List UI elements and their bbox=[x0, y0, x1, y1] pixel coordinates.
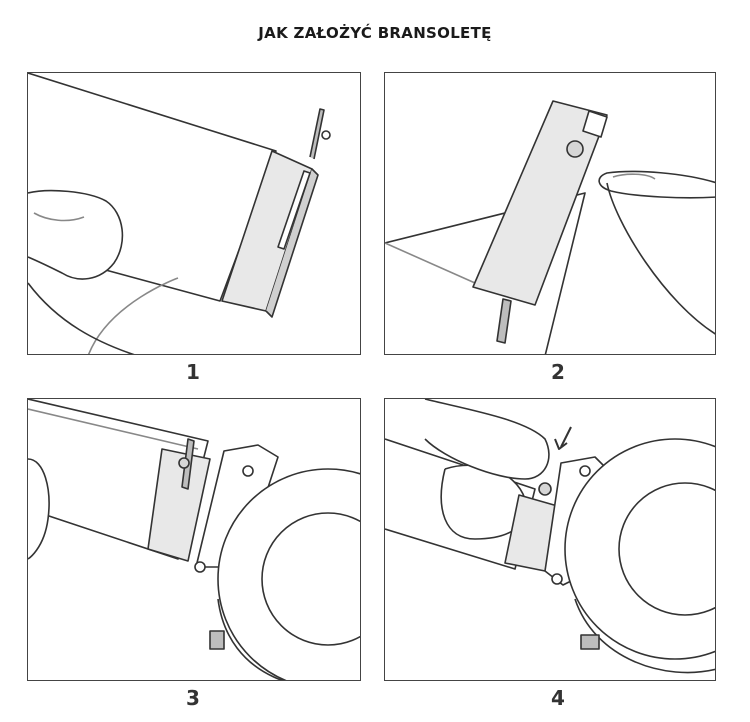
step-2-panel bbox=[384, 72, 716, 355]
instruction-title: JAK ZAŁOŻYĆ BRANSOLETĘ bbox=[258, 24, 492, 42]
step-2-illustration bbox=[385, 100, 715, 354]
step-number-3: 3 bbox=[186, 686, 200, 710]
step-number-2: 2 bbox=[551, 360, 565, 384]
step-1-illustration bbox=[28, 73, 331, 354]
step-number-4: 4 bbox=[551, 686, 565, 710]
step-1-panel bbox=[27, 72, 361, 355]
step-3-illustration bbox=[28, 399, 360, 680]
step-3-panel bbox=[27, 398, 361, 681]
step-4-illustration bbox=[385, 399, 715, 674]
step-number-1: 1 bbox=[186, 360, 200, 384]
step-4-panel bbox=[384, 398, 716, 681]
